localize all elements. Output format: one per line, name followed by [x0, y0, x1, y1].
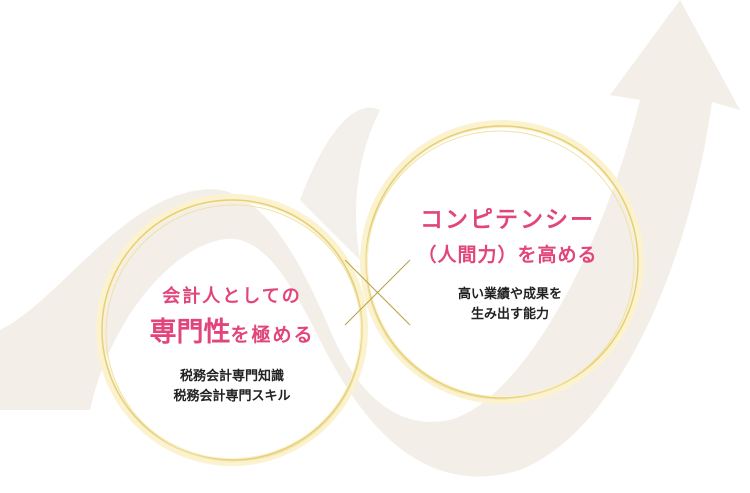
right-detail-item: 高い業績や成果を	[457, 287, 562, 302]
right-details: 高い業績や成果を 生み出す能力	[410, 285, 610, 325]
right-circle-ring	[360, 120, 644, 404]
left-details: 税務会計専門知識 税務会計専門スキル	[132, 367, 332, 407]
right-heading-line1: コンピテンシー	[420, 207, 595, 233]
left-detail-item: 税務会計専門知識	[179, 369, 284, 384]
swoosh-shadow	[300, 107, 380, 260]
left-heading-strong: 専門性	[149, 317, 231, 348]
cross-icon	[344, 259, 411, 326]
left-detail-item: 税務会計専門スキル	[173, 389, 291, 404]
right-heading-line2: （人間力）を高める	[417, 244, 598, 266]
left-heading-tail: を極める	[230, 324, 315, 346]
right-detail-item: 生み出す能力	[470, 307, 549, 322]
left-heading-line2: 専門性を極める	[132, 310, 332, 349]
left-heading-line1: 会計人としての	[162, 286, 302, 307]
left-circle-ring	[96, 194, 368, 466]
growth-arrow-swoosh	[0, 0, 740, 477]
